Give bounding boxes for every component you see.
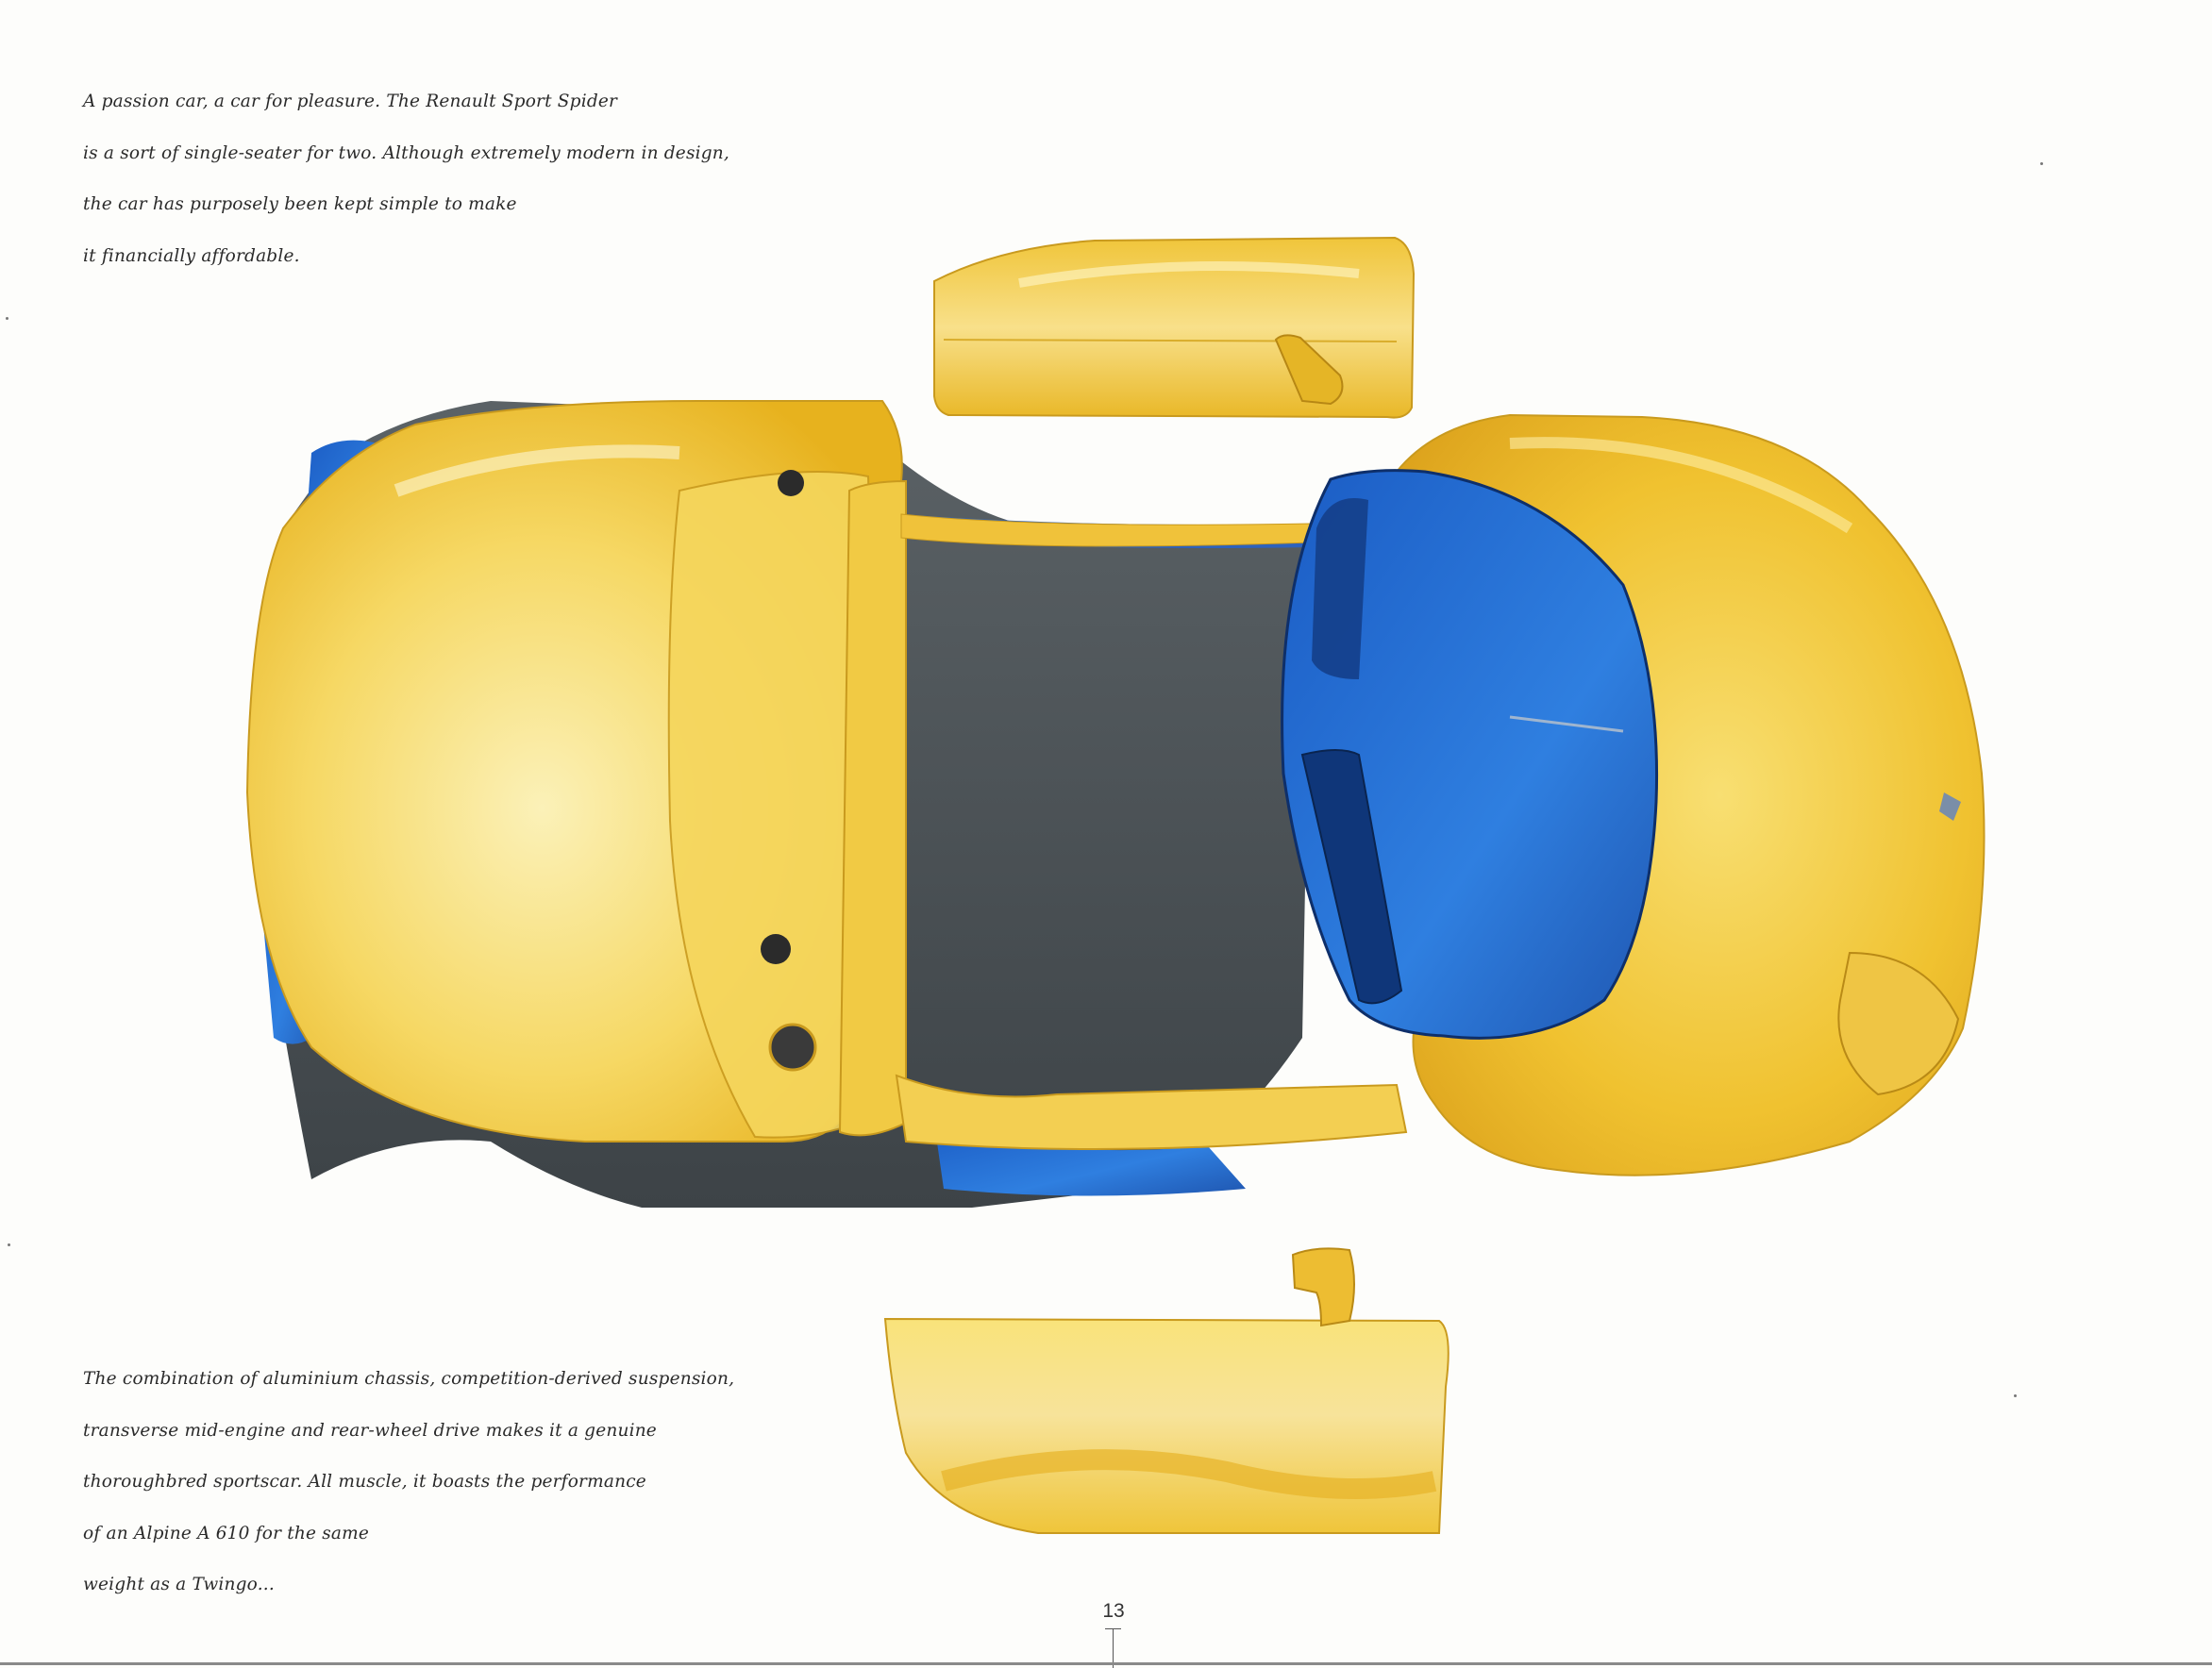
closing-line: transverse mid-engine and rear-wheel dri… xyxy=(83,1420,657,1441)
mount-hole xyxy=(778,470,804,496)
intro-line: it financially affordable. xyxy=(83,245,300,266)
mount-hole xyxy=(761,934,791,964)
closing-paragraph: The combination of aluminium chassis, co… xyxy=(83,1368,800,1626)
print-speck xyxy=(2014,1394,2017,1397)
intro-line: the car has purposely been kept simple t… xyxy=(83,194,517,214)
rear-body-shell xyxy=(245,400,903,1143)
page-number: 13 xyxy=(1102,1600,1125,1622)
mirror-icon xyxy=(1291,1247,1355,1327)
headlamp xyxy=(1837,951,1960,1096)
door-handle-upper xyxy=(1274,334,1344,406)
intro-line: is a sort of single-seater for two. Alth… xyxy=(83,142,729,163)
closing-line: weight as a Twingo... xyxy=(83,1575,275,1594)
fuel-cap xyxy=(768,1023,817,1072)
folio-tick xyxy=(1113,1628,1114,1668)
upper-door-panel xyxy=(933,236,1416,419)
cockpit-rails xyxy=(838,479,1408,1150)
badge-icon xyxy=(1939,792,1961,821)
closing-line: thoroughbred sportscar. All muscle, it b… xyxy=(83,1472,646,1492)
intro-line: A passion car, a car for pleasure. The R… xyxy=(83,92,618,111)
intro-paragraph: A passion car, a car for pleasure. The R… xyxy=(83,91,744,296)
print-speck xyxy=(8,1243,10,1246)
bottom-rule xyxy=(0,1662,2212,1665)
closing-line: The combination of aluminium chassis, co… xyxy=(83,1369,735,1389)
cockpit-tub xyxy=(1281,469,1659,1040)
print-speck xyxy=(2040,162,2043,165)
print-speck xyxy=(6,317,8,320)
closing-line: of an Alpine A 610 for the same xyxy=(83,1523,370,1543)
lower-door-panel xyxy=(883,1247,1450,1534)
